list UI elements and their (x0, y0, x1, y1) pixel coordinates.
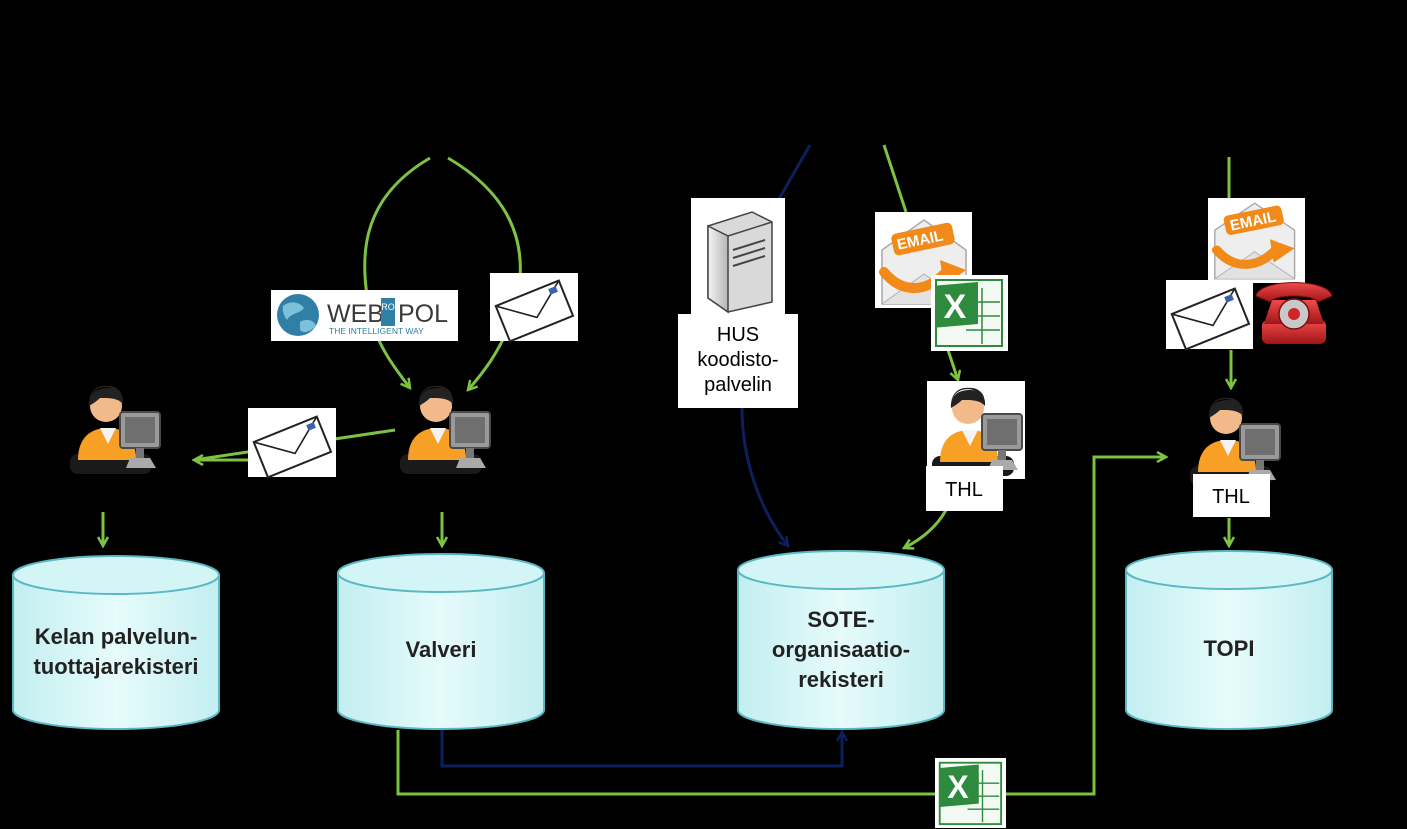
excel-logo-text: X (944, 288, 967, 326)
database-sote-label-line-3: rekisteri (798, 667, 884, 692)
person-computer-icon (1189, 396, 1281, 487)
webropol-pol-text: POL (398, 300, 448, 328)
database-sote: SOTE- organisaatio- rekisteri (737, 550, 945, 730)
database-valveri: Valveri (337, 553, 545, 730)
server-icon (707, 211, 773, 314)
database-kela-label-line-2: tuottajarekisteri (33, 654, 198, 679)
database-sote-label-line-1: SOTE- (807, 607, 874, 632)
thl-person-box: THL (926, 381, 1025, 511)
person-computer-icon (69, 384, 161, 475)
envelope-icon (490, 273, 578, 343)
email-icon: EMAIL (1208, 198, 1305, 283)
webropol-ro-text: RO (381, 302, 395, 312)
envelope-icon (248, 408, 336, 479)
excel-logo-text: X (947, 769, 969, 805)
hus-label-line-2: koodisto- (697, 349, 778, 371)
thl-label-2: THL (1212, 486, 1250, 508)
arrow-hus-to-sote (740, 407, 788, 546)
telephone-icon (1255, 282, 1333, 344)
webropol-logo: WEB RO POL THE INTELLIGENT WAY (271, 290, 458, 341)
webropol-tagline: THE INTELLIGENT WAY (329, 326, 424, 336)
arrow-thl-to-sote (904, 509, 948, 548)
webropol-web-text: WEB (327, 300, 384, 328)
arrow-valveri-to-topi-excel (396, 457, 1166, 796)
connectors (103, 144, 1231, 796)
envelope-icon (1166, 280, 1253, 351)
arrow-to-webropol-path (363, 156, 431, 388)
database-valveri-label: Valveri (406, 637, 477, 662)
arrow-to-thl-email (882, 144, 908, 213)
hus-server: HUS koodisto- palvelin (678, 198, 798, 408)
thl-label-1: THL (945, 479, 983, 501)
excel-icon: X (935, 758, 1006, 828)
person-computer-icon (399, 384, 491, 475)
hus-label-line-3: palvelin (704, 374, 772, 396)
hus-label-line-1: HUS (717, 324, 759, 346)
excel-icon: X (931, 275, 1008, 351)
database-kela-label-line-1: Kelan palvelun- (35, 624, 198, 649)
arrow-valveri-to-sote (440, 730, 842, 768)
thl-person-box-2: THL (1189, 396, 1281, 517)
arrow-excel-to-thl-person (946, 349, 958, 380)
database-topi: TOPI (1125, 550, 1333, 730)
database-topi-label: TOPI (1204, 636, 1255, 661)
database-sote-label-line-2: organisaatio- (772, 637, 910, 662)
database-kela: Kelan palvelun- tuottajarekisteri (12, 555, 220, 730)
